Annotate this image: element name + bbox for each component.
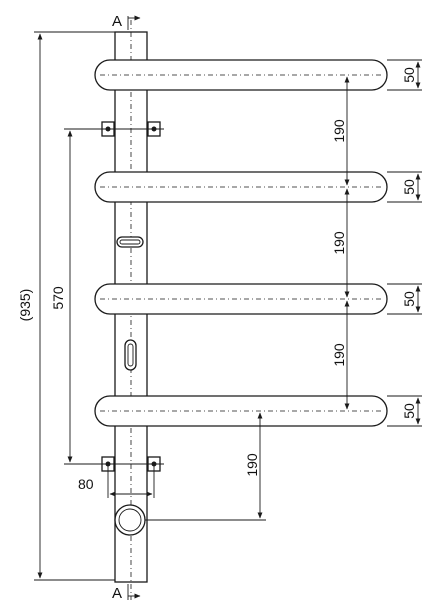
section-mark-bottom: A bbox=[112, 584, 141, 602]
bar-spacing-label-3: 190 bbox=[331, 343, 347, 367]
bar-spacing-dimensions: 190 190 190 bbox=[331, 76, 350, 410]
bar-2 bbox=[94, 171, 388, 203]
bar-diameter-dimensions: 50 50 50 50 bbox=[387, 59, 422, 427]
bar-diameter-label-1: 50 bbox=[401, 67, 417, 83]
mount-width-dimension: 80 bbox=[78, 466, 155, 498]
section-label-top: A bbox=[112, 13, 122, 30]
bar-to-inlet-label: 190 bbox=[244, 453, 260, 477]
switch-slot-horizontal bbox=[116, 236, 144, 248]
bar-1 bbox=[94, 59, 388, 91]
switch-slot-vertical bbox=[124, 339, 137, 371]
bar-diameter-label-3: 50 bbox=[401, 291, 417, 307]
section-mark-top: A bbox=[112, 13, 141, 30]
bar-3 bbox=[94, 283, 388, 315]
bar-diameter-label-4: 50 bbox=[401, 403, 417, 419]
mount-width-label: 80 bbox=[78, 476, 94, 492]
overall-height-label: (935) bbox=[17, 289, 33, 322]
mount-bracket-bottom bbox=[98, 456, 164, 472]
inlet-connector bbox=[114, 504, 146, 536]
bar-spacing-label-1: 190 bbox=[331, 119, 347, 143]
bar-diameter-label-2: 50 bbox=[401, 179, 417, 195]
section-label-bottom: A bbox=[112, 585, 122, 602]
bar-4 bbox=[94, 395, 388, 427]
mount-spacing-label: 570 bbox=[50, 286, 66, 310]
overall-height-dimension: (935) bbox=[17, 31, 115, 581]
mount-bracket-top bbox=[98, 121, 164, 137]
bar-spacing-label-2: 190 bbox=[331, 231, 347, 255]
mount-spacing-dimension: 570 bbox=[50, 128, 100, 465]
bar-to-inlet-dimension: 190 bbox=[145, 412, 266, 521]
